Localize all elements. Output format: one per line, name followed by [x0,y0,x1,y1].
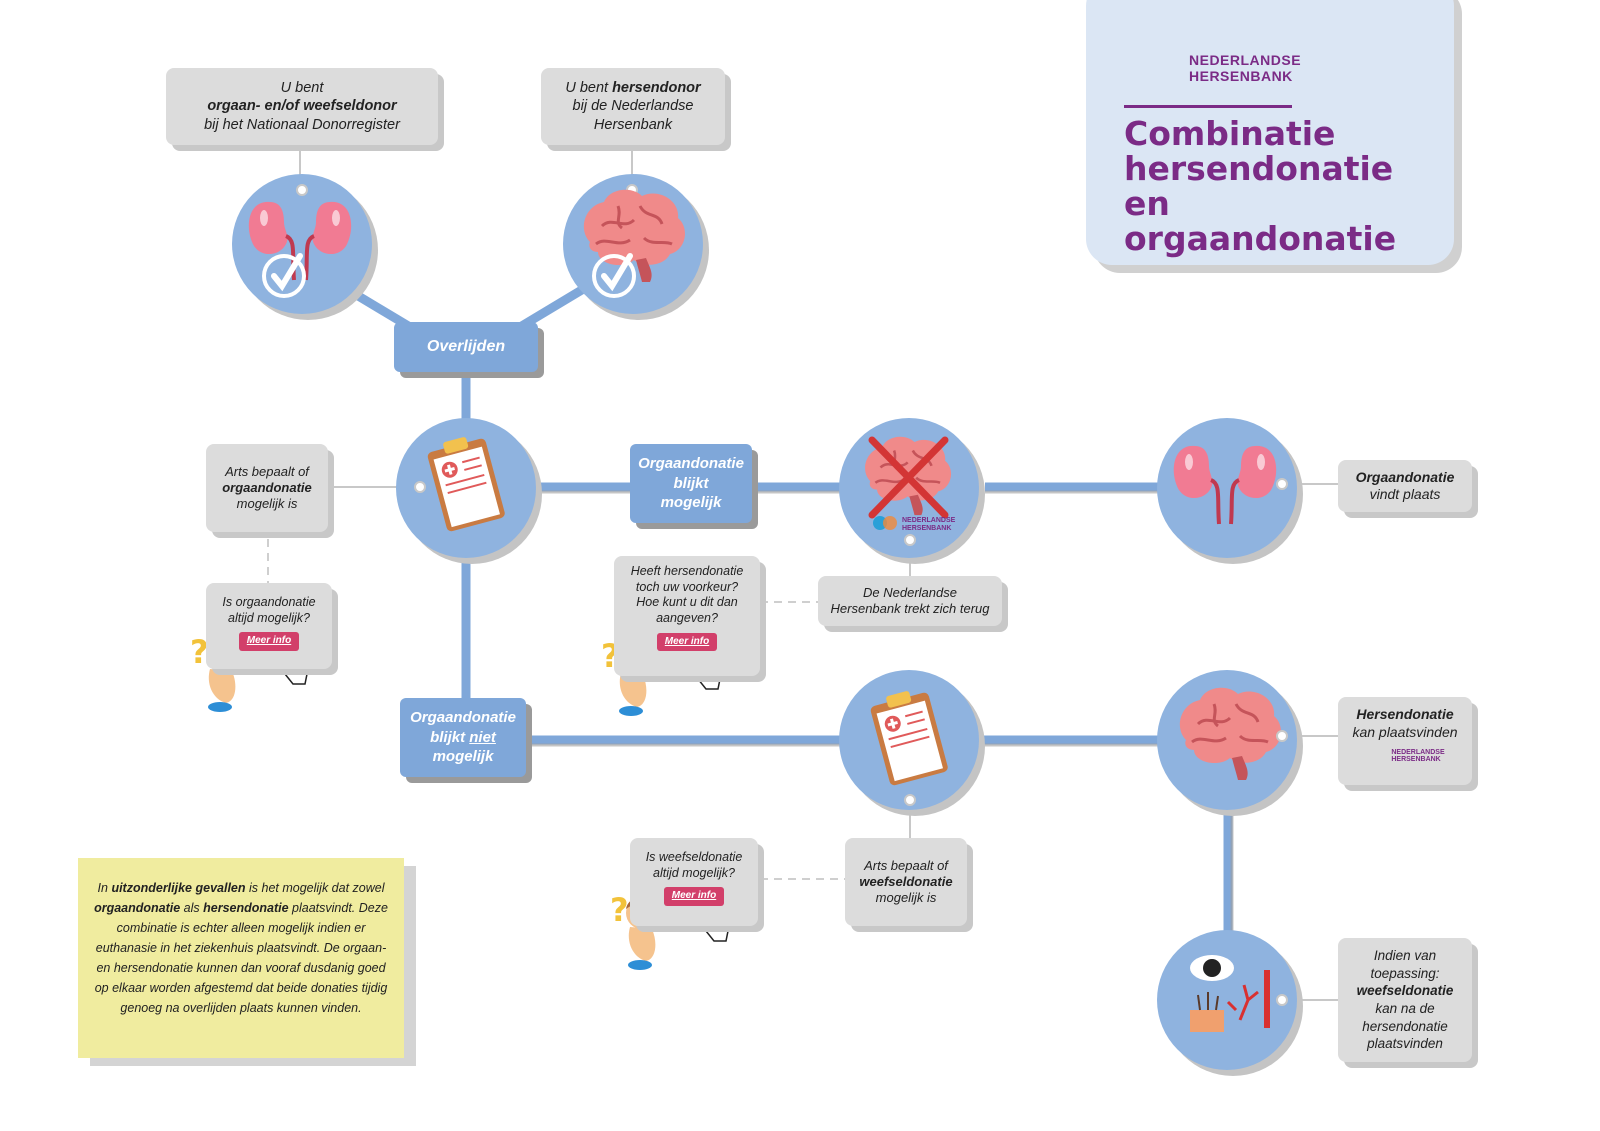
arts-weefsel-line-3: mogelijk is [875,890,937,906]
question-weefsel-box: Is weefseldonatie altijd mogelijk? Meer … [630,838,758,926]
orgaan-niet-pre: blijkt [430,728,470,746]
weefsel-na-line-1: Indien van [1373,948,1437,964]
organ-donor-line-1: U bent [280,80,324,97]
title-card [1086,0,1454,265]
weefsel-na-line-3: weefseldonatie [1356,983,1454,999]
orgaan-mogelijk-node: Orgaandonatie blijkt mogelijk [630,444,752,523]
circle-eye-tissue [1157,930,1303,1076]
hersen-plaats-brand: NEDERLANDSE HERSENBANK [1365,749,1444,763]
q-voorkeur-line-4: aangeven? [656,610,718,625]
note-text-3: als [180,901,204,915]
circle-brain-top [563,174,709,320]
note-bold-1: uitzonderlijke gevallen [111,881,246,895]
q-voorkeur-line-1: Heeft hersendonatie [630,564,744,578]
weefsel-na-box: Indien van toepassing: weefseldonatie ka… [1338,938,1472,1062]
hersenbank-terug-line-2: Hersenbank trekt zich terug [830,601,990,616]
q-weefsel-line-1: Is weefseldonatie [645,850,743,864]
note-bold-2: orgaandonatie [94,901,181,915]
question-voorkeur-box: Heeft hersendonatie toch uw voorkeur? Ho… [614,556,760,676]
brand-line-1: NEDERLANDSE [1189,52,1302,68]
hersen-plaats-line-1: Hersendonatie [1356,706,1454,722]
orgaan-niet-underlined: niet [469,728,496,746]
q-orgaan-line-2: altijd mogelijk? [228,610,310,625]
circle-clipboard-bottom [839,670,985,816]
brand-name: NEDERLANDSE HERSENBANK [1189,52,1301,84]
orgaan-mogelijk-line-1: Orgaandonatie [638,455,744,473]
arts-orgaan-line-1: Arts bepaalt of [225,463,309,479]
page-title: Combinatie hersendonatie en orgaandonati… [1124,116,1444,256]
dashed-lines [267,525,845,880]
circle-kidneys-top [232,174,378,320]
hersenbank-terug-line-1: De Nederlandse [863,584,957,600]
overlijden-node: Overlijden [394,322,538,372]
note-text-4: plaatsvindt. Deze combinatie is echter a… [94,901,388,1015]
arts-weefsel-box: Arts bepaalt of weefseldonatie mogelijk … [845,838,967,926]
weefsel-na-line-6: plaatsvinden [1367,1036,1443,1052]
brain-donor-bold: hersendonor [612,80,701,97]
title-line-2: hersendonatie en [1124,149,1394,223]
orgaan-mogelijk-line-2: blijkt [673,474,709,492]
circle-crossed-brain: NEDERLANDSE HERSENBANK [839,418,985,564]
brain-donor-line-3: Hersenbank [593,116,673,133]
arts-orgaan-line-3: mogelijk is [236,496,298,512]
hersen-plaats-brand-2: HERSENBANK [1391,756,1441,763]
brain-donor-line-1: U bent hersendonor [565,79,700,97]
exception-note: In uitzonderlijke gevallen is het mogeli… [78,858,404,1058]
brain-donor-line-2: bij de Nederlandse [572,98,694,115]
connector-lines [337,281,1233,935]
meer-info-button[interactable]: Meer info [663,887,725,906]
circle-brain-right [1157,670,1303,816]
circle-kidneys-right [1157,418,1303,564]
orgaan-niet-line-1: Orgaandonatie [410,709,516,727]
organ-donor-line-3: bij het Nationaal Donorregister [204,116,400,133]
q-weefsel-line-2: altijd mogelijk? [653,865,735,880]
q-voorkeur-line-2: toch uw voorkeur? [635,579,739,594]
orgaan-mogelijk-line-3: mogelijk [660,494,722,512]
title-line-1: Combinatie [1124,114,1336,153]
connector-shadows [525,490,1234,935]
orgaan-niet-line-2: blijkt niet [430,728,496,748]
brand-divider [1124,105,1292,108]
circle-clipboard-top [396,418,542,564]
leader-lines [299,145,1338,1001]
brain-donor-pre: U bent [565,80,613,97]
mini-brand-1: NEDERLANDSE [902,517,956,524]
note-bold-3: hersendonatie [203,901,289,915]
brand-line-2: HERSENBANK [1189,68,1293,84]
organ-donor-line-2: orgaan- en/of weefseldonor [207,98,397,115]
orgaan-niet-line-3: mogelijk [432,748,494,766]
orgaan-niet-mogelijk-node: Orgaandonatie blijkt niet mogelijk [400,698,526,777]
orgaan-plaats-box: Orgaandonatie vindt plaats [1338,460,1472,512]
title-line-3: orgaandonatie [1124,219,1397,258]
meer-info-button[interactable]: Meer info [656,632,718,651]
note-text-1: In [97,881,112,895]
hersenbank-terug-box: De Nederlandse Hersenbank trekt zich ter… [818,576,1002,626]
hersen-plaats-brand-1: NEDERLANDSE [1391,749,1445,756]
meer-info-button[interactable]: Meer info [238,632,300,651]
eye-tissue-icon [1190,955,1270,1032]
hersen-plaats-line-2: kan plaatsvinden [1352,723,1458,740]
mini-brand-2: HERSENBANK [902,525,951,532]
note-text-2: is het mogelijk dat zowel [245,881,385,895]
arts-orgaan-box: Arts bepaalt of orgaandonatie mogelijk i… [206,444,328,532]
organ-donor-box: U bent orgaan- en/of weefseldonor bij he… [166,68,438,145]
weefsel-na-line-2: toepassing: [1370,965,1440,981]
q-orgaan-line-1: Is orgaandonatie [222,595,316,609]
brain-donor-box: U bent hersendonor bij de Nederlandse He… [541,68,725,145]
q-voorkeur-line-3: Hoe kunt u dit dan [636,595,738,610]
arts-weefsel-line-2: weefseldonatie [859,873,953,889]
question-orgaan-box: Is orgaandonatie altijd mogelijk? Meer i… [206,583,332,669]
arts-weefsel-line-1: Arts bepaalt of [864,857,948,873]
weefsel-na-line-5: hersendonatie [1362,1018,1448,1034]
orgaan-plaats-line-2: vindt plaats [1369,486,1441,502]
orgaan-plaats-line-1: Orgaandonatie [1355,468,1455,485]
hersen-plaats-box: Hersendonatie kan plaatsvinden NEDERLAND… [1338,697,1472,785]
arts-orgaan-line-2: orgaandonatie [222,479,312,495]
weefsel-na-line-4: kan na de [1375,1001,1435,1016]
